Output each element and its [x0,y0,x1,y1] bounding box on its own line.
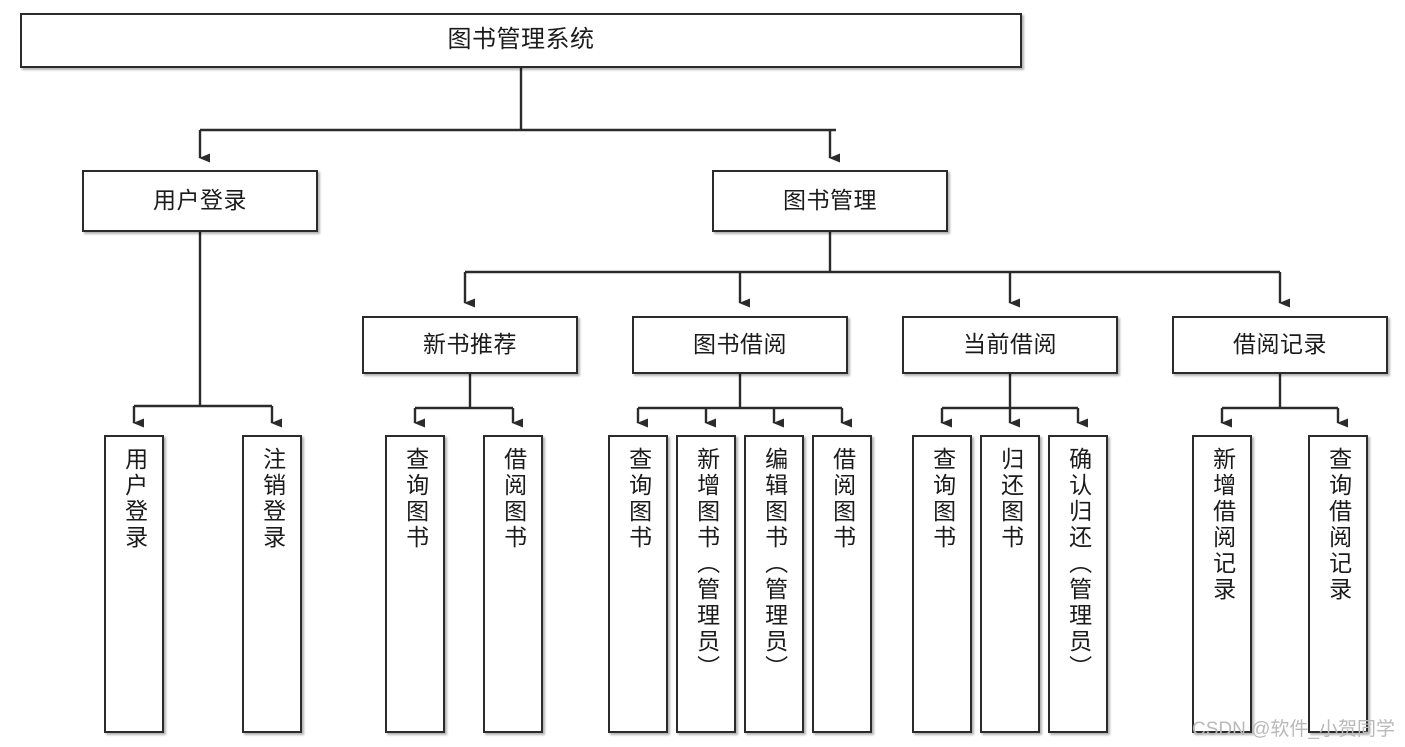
node-leaf-return-book-label: 归还图书 [997,447,1024,551]
node-book-manage[interactable]: 图书管理 [712,170,948,232]
node-leaf-return-book[interactable]: 归还图书 [980,435,1040,733]
node-leaf-user-login[interactable]: 用户登录 [104,435,164,733]
node-leaf-borrow-book-2[interactable]: 借阅图书 [812,435,872,733]
node-book-manage-label: 图书管理 [783,187,877,214]
node-leaf-query-book-3[interactable]: 查询图书 [912,435,972,733]
node-new-book-recommend-label: 新书推荐 [423,331,517,358]
node-leaf-add-book-label: 新增图书（管理员） [693,447,720,681]
node-book-borrow[interactable]: 图书借阅 [632,316,848,374]
node-root-label: 图书管理系统 [447,26,595,54]
node-current-borrow[interactable]: 当前借阅 [902,316,1118,374]
node-borrow-record-label: 借阅记录 [1233,331,1327,358]
node-leaf-add-book[interactable]: 新增图书（管理员） [676,435,736,733]
node-leaf-query-record-label: 查询借阅记录 [1325,447,1352,603]
node-leaf-user-logout[interactable]: 注销登录 [242,435,302,733]
node-leaf-query-book-2-label: 查询图书 [625,447,652,551]
node-leaf-query-book-1[interactable]: 查询图书 [385,435,445,733]
node-leaf-query-record[interactable]: 查询借阅记录 [1308,435,1368,733]
node-leaf-query-book-2[interactable]: 查询图书 [608,435,668,733]
node-leaf-add-record[interactable]: 新增借阅记录 [1192,435,1252,733]
csdn-watermark: CSDN @软件_小贺同学 [1192,719,1395,740]
node-leaf-user-login-label: 用户登录 [121,447,148,551]
node-leaf-add-record-label: 新增借阅记录 [1209,447,1236,603]
node-leaf-user-logout-label: 注销登录 [259,447,286,551]
node-leaf-confirm-return[interactable]: 确认归还（管理员） [1048,435,1108,733]
node-current-borrow-label: 当前借阅 [963,331,1057,358]
node-leaf-edit-book[interactable]: 编辑图书（管理员） [744,435,804,733]
node-leaf-edit-book-label: 编辑图书（管理员） [761,447,788,681]
node-root[interactable]: 图书管理系统 [20,13,1022,68]
node-user-login[interactable]: 用户登录 [82,170,318,232]
node-leaf-query-book-1-label: 查询图书 [402,447,429,551]
node-leaf-borrow-book-2-label: 借阅图书 [829,447,856,551]
node-leaf-confirm-return-label: 确认归还（管理员） [1065,447,1092,681]
node-leaf-borrow-book-1-label: 借阅图书 [500,447,527,551]
node-user-login-label: 用户登录 [153,187,247,214]
node-borrow-record[interactable]: 借阅记录 [1172,316,1388,374]
node-leaf-borrow-book-1[interactable]: 借阅图书 [483,435,543,733]
node-new-book-recommend[interactable]: 新书推荐 [362,316,578,374]
node-book-borrow-label: 图书借阅 [693,331,787,358]
node-leaf-query-book-3-label: 查询图书 [929,447,956,551]
